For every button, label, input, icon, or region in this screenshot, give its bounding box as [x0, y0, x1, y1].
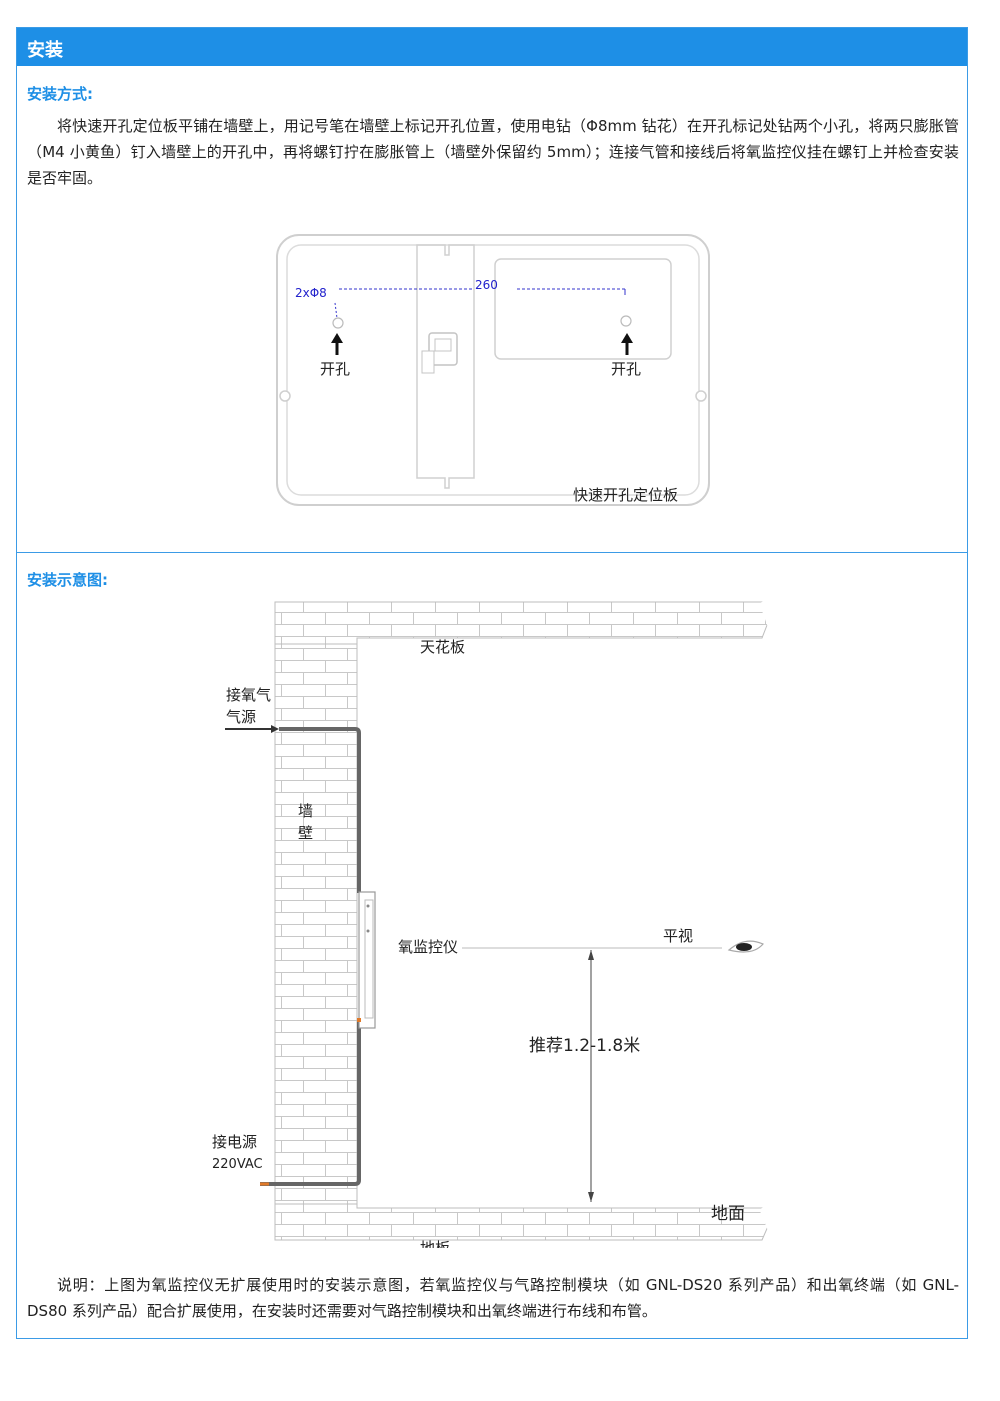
drilling-template-figure: 2xΦ8 260 开孔 开孔 快速开孔定位板	[276, 234, 710, 506]
wall-label-1: 墙	[298, 802, 313, 820]
diagram-heading: 安装示意图:	[27, 571, 108, 589]
power-label-2: 220VAC	[212, 1157, 263, 1172]
ground-label: 地面	[711, 1204, 745, 1224]
hole-right-label: 开孔	[611, 360, 641, 378]
wall-label-2: 壁	[298, 824, 313, 842]
installation-diagram: 天花板 接氧气 气源 墙 壁 氧监控仪 平视 推荐1.2-1.8米 地面 接电源…	[212, 600, 778, 1248]
eye-icon	[727, 940, 764, 953]
power-label-1: 接电源	[212, 1133, 257, 1151]
device-label: 氧监控仪	[398, 938, 458, 956]
note-text: 说明：上图为氧监控仪无扩展使用时的安装示意图，若氧监控仪与气路控制模块（如 GN…	[27, 1276, 959, 1320]
section-divider	[17, 552, 967, 553]
gas-source-label-2: 气源	[226, 708, 256, 726]
height-label: 推荐1.2-1.8米	[529, 1036, 640, 1056]
method-heading: 安装方式:	[27, 85, 93, 103]
hole-left	[332, 317, 344, 329]
gas-source-label-1: 接氧气	[226, 686, 271, 704]
hole-right	[620, 315, 632, 327]
board-label: 快速开孔定位板	[573, 486, 678, 504]
eye-level-label: 平视	[663, 927, 693, 945]
arrow-up-icon	[331, 333, 343, 355]
ceiling-label: 天花板	[420, 638, 465, 656]
section-header: 安装	[17, 28, 967, 66]
spacing-label: 260	[475, 278, 498, 292]
install-panel: 安装 安装方式: 将快速开孔定位板平铺在墙壁上，用记号笔在墙壁上标记开孔位置，使…	[16, 27, 968, 1339]
hole-spec-label: 2xΦ8	[295, 286, 327, 300]
hole-left-label: 开孔	[320, 360, 350, 378]
floor-label: 地板	[420, 1239, 450, 1248]
method-text: 将快速开孔定位板平铺在墙壁上，用记号笔在墙壁上标记开孔位置，使用电钻（Φ8mm …	[27, 117, 959, 187]
arrow-up-icon	[621, 333, 633, 355]
section-title: 安装	[27, 40, 63, 61]
